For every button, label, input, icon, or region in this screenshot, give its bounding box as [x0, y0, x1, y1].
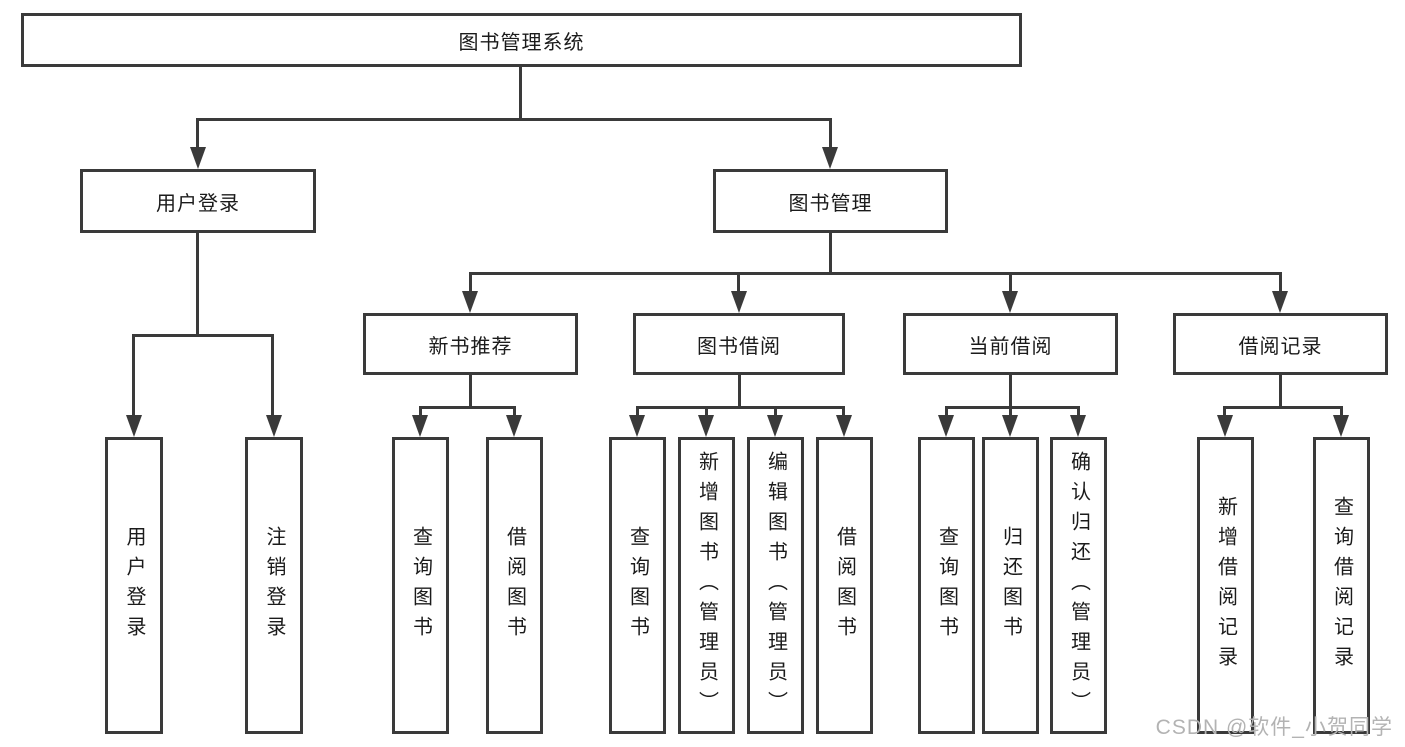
node-user-login: 用户登录 [80, 169, 316, 233]
leaf-label: 查询借阅记录 [1330, 495, 1353, 676]
arrow-down-icon [767, 415, 783, 437]
arrow-down-icon [731, 291, 747, 313]
leaf-label: 注销登录 [263, 525, 285, 646]
connector-root-bar [196, 118, 832, 121]
node-borrow-records: 借阅记录 [1173, 313, 1388, 375]
leaf-label: 查询图书 [626, 525, 649, 646]
leaf-label: 借阅图书 [833, 525, 856, 646]
arrow-down-icon [1333, 415, 1349, 437]
node-new-book-recommend: 新书推荐 [363, 313, 578, 375]
arrow-down-icon [822, 147, 838, 169]
connector-book-mgmt-bar [469, 272, 1282, 275]
connector-user-login-drop-2 [271, 334, 274, 417]
connector-book-borrow-drop-4 [842, 406, 845, 418]
leaf-label: 编辑图书（管理员） [764, 450, 787, 721]
connector-book-mgmt-trunk [829, 231, 832, 275]
connector-book-borrow-trunk [738, 374, 741, 409]
leaf-add-borrow-record: 新增借阅记录 [1197, 437, 1254, 734]
leaf-query-books-current: 查询图书 [918, 437, 975, 734]
leaf-logout: 注销登录 [245, 437, 303, 734]
arrow-down-icon [126, 415, 142, 437]
connector-book-mgmt-drop-2 [737, 272, 740, 294]
arrow-down-icon [1002, 291, 1018, 313]
node-current-borrow: 当前借阅 [903, 313, 1118, 375]
leaf-borrow-books: 借阅图书 [816, 437, 873, 734]
connector-new-book-drop-2 [513, 406, 516, 418]
leaf-query-books-recommend: 查询图书 [392, 437, 449, 734]
connector-user-login-trunk [196, 231, 199, 337]
connector-new-book-drop-1 [419, 406, 422, 418]
arrow-down-icon [1070, 415, 1086, 437]
connector-current-borrow-bar [945, 406, 1080, 409]
leaf-label: 查询图书 [935, 525, 958, 646]
connector-user-login-bar [132, 334, 274, 337]
connector-borrow-records-drop-1 [1223, 406, 1226, 418]
root-node-library-system: 图书管理系统 [21, 13, 1022, 67]
connector-book-mgmt-drop-4 [1279, 272, 1282, 294]
leaf-label: 归还图书 [999, 525, 1022, 646]
leaf-label: 用户登录 [123, 525, 145, 646]
arrow-down-icon [629, 415, 645, 437]
connector-book-borrow-drop-2 [705, 406, 708, 418]
arrow-down-icon [190, 147, 206, 169]
connector-new-book-trunk [469, 374, 472, 409]
connector-current-borrow-trunk [1009, 374, 1012, 409]
leaf-label: 借阅图书 [503, 525, 526, 646]
arrow-down-icon [506, 415, 522, 437]
connector-root-drop-right [829, 118, 832, 149]
arrow-down-icon [1002, 415, 1018, 437]
leaf-label: 新增借阅记录 [1214, 495, 1237, 676]
connector-book-borrow-bar [636, 406, 845, 409]
arrow-down-icon [462, 291, 478, 313]
arrow-down-icon [1272, 291, 1288, 313]
leaf-borrow-books-recommend: 借阅图书 [486, 437, 543, 734]
connector-user-login-drop-1 [132, 334, 135, 417]
arrow-down-icon [698, 415, 714, 437]
connector-current-borrow-drop-2 [1009, 406, 1012, 418]
connector-book-mgmt-drop-3 [1009, 272, 1012, 294]
node-book-borrow: 图书借阅 [633, 313, 845, 375]
arrow-down-icon [1217, 415, 1233, 437]
leaf-query-books-borrow: 查询图书 [609, 437, 666, 734]
leaf-edit-book-admin: 编辑图书（管理员） [747, 437, 804, 734]
node-book-management: 图书管理 [713, 169, 948, 233]
connector-current-borrow-drop-3 [1077, 406, 1080, 418]
connector-root-drop-left [196, 118, 199, 149]
connector-root-trunk [519, 65, 522, 121]
arrow-down-icon [938, 415, 954, 437]
leaf-return-books: 归还图书 [982, 437, 1039, 734]
arrow-down-icon [412, 415, 428, 437]
leaf-label: 查询图书 [409, 525, 432, 646]
connector-book-borrow-drop-1 [636, 406, 639, 418]
connector-borrow-records-trunk [1279, 374, 1282, 409]
connector-borrow-records-bar [1223, 406, 1343, 409]
connector-current-borrow-drop-1 [945, 406, 948, 418]
leaf-add-book-admin: 新增图书（管理员） [678, 437, 735, 734]
leaf-confirm-return-admin: 确认归还（管理员） [1050, 437, 1107, 734]
connector-book-borrow-drop-3 [774, 406, 777, 418]
connector-book-mgmt-drop-1 [469, 272, 472, 294]
csdn-watermark: CSDN @软件_小贺同学 [1155, 716, 1393, 739]
leaf-label: 新增图书（管理员） [695, 450, 718, 721]
arrow-down-icon [836, 415, 852, 437]
connector-new-book-bar [419, 406, 516, 409]
leaf-query-borrow-record: 查询借阅记录 [1313, 437, 1370, 734]
connector-borrow-records-drop-2 [1340, 406, 1343, 418]
arrow-down-icon [266, 415, 282, 437]
leaf-label: 确认归还（管理员） [1067, 450, 1090, 721]
leaf-user-login: 用户登录 [105, 437, 163, 734]
